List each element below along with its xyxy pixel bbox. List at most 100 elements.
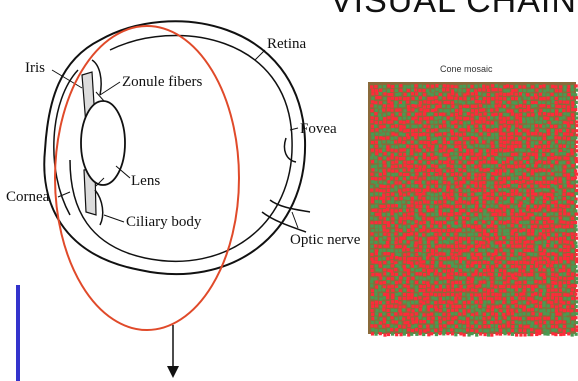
cone-cell bbox=[387, 173, 390, 176]
cone-cell bbox=[430, 273, 433, 276]
cone-cell bbox=[479, 196, 482, 199]
cone-cell bbox=[431, 301, 434, 304]
cone-cell bbox=[506, 172, 509, 175]
cone-cell bbox=[519, 109, 522, 112]
cone-cell bbox=[559, 212, 562, 215]
cone-cell bbox=[491, 189, 494, 192]
cone-cell bbox=[538, 277, 541, 280]
cone-cell bbox=[391, 197, 394, 200]
cone-cell bbox=[466, 328, 469, 331]
cone-cell bbox=[450, 85, 453, 88]
cone-cell bbox=[566, 272, 569, 275]
cone-cell bbox=[559, 308, 562, 311]
cone-cell bbox=[534, 193, 537, 196]
cone-cell bbox=[454, 100, 457, 103]
cone-cell bbox=[443, 157, 446, 160]
cone-cell bbox=[535, 177, 538, 180]
cone-cell bbox=[374, 112, 377, 115]
cone-cell bbox=[470, 213, 473, 216]
cone-cell bbox=[430, 125, 433, 128]
cone-cell bbox=[535, 329, 538, 332]
cone-cell bbox=[447, 209, 450, 212]
cone-cell bbox=[379, 136, 382, 139]
cone-cell bbox=[395, 281, 398, 284]
cone-cell bbox=[526, 177, 529, 180]
cone-cell bbox=[398, 225, 401, 228]
cone-cell bbox=[499, 144, 502, 147]
cone-cell bbox=[446, 109, 449, 112]
cone-cell bbox=[435, 285, 438, 288]
cone-cell bbox=[455, 221, 458, 224]
cone-cell bbox=[451, 228, 454, 231]
cone-cell bbox=[382, 329, 385, 332]
cone-cell bbox=[566, 217, 569, 220]
cone-cell bbox=[515, 169, 518, 172]
cone-cell bbox=[511, 285, 514, 288]
cone-cell bbox=[458, 168, 461, 171]
cone-cell bbox=[543, 193, 546, 196]
cone-cell bbox=[382, 200, 385, 203]
cone-cell bbox=[503, 136, 506, 139]
cone-cell bbox=[491, 253, 494, 256]
cone-cell bbox=[503, 89, 506, 92]
cone-cell bbox=[390, 260, 393, 263]
cone-cell bbox=[443, 145, 446, 148]
cone-cell bbox=[446, 188, 449, 191]
cone-cell bbox=[447, 285, 450, 288]
cone-cell bbox=[463, 117, 466, 120]
cone-cell bbox=[403, 148, 406, 151]
cone-cell bbox=[551, 281, 554, 284]
cone-cell bbox=[554, 85, 557, 88]
cone-cell bbox=[426, 325, 429, 328]
cone-cell bbox=[535, 276, 538, 279]
cone-cell bbox=[543, 89, 546, 92]
cone-cell bbox=[379, 293, 382, 296]
cone-cell bbox=[415, 209, 418, 212]
cone-cell bbox=[494, 221, 497, 224]
cone-cell bbox=[451, 261, 454, 264]
cone-cell bbox=[470, 117, 473, 120]
cone-cell bbox=[534, 300, 537, 303]
cone-cell bbox=[378, 221, 381, 224]
cone-cell bbox=[399, 257, 402, 260]
cone-cell bbox=[495, 297, 498, 300]
cone-cell bbox=[543, 280, 546, 283]
cone-cell bbox=[483, 209, 486, 212]
cone-cell bbox=[447, 129, 450, 132]
cone-cell bbox=[526, 129, 529, 132]
cone-cell bbox=[434, 113, 437, 116]
cone-cell bbox=[411, 137, 414, 140]
cone-cell bbox=[387, 213, 390, 216]
cone-cell bbox=[447, 105, 450, 108]
cone-cell bbox=[503, 120, 506, 123]
cone-cell bbox=[410, 169, 413, 172]
cone-cell bbox=[455, 249, 458, 252]
cone-cell bbox=[379, 125, 382, 128]
cone-cell bbox=[535, 84, 538, 87]
cone-cell bbox=[510, 109, 513, 112]
cone-cell bbox=[486, 205, 489, 208]
cone-cell bbox=[527, 101, 530, 104]
cone-cell bbox=[395, 117, 398, 120]
cone-cell bbox=[443, 324, 446, 327]
cone-cell bbox=[403, 88, 406, 91]
cone-cell bbox=[419, 133, 422, 136]
cone-cell bbox=[467, 209, 470, 212]
cone-cell bbox=[519, 277, 522, 280]
cone-cell bbox=[558, 240, 561, 243]
cone-cell bbox=[382, 149, 385, 152]
cone-cell bbox=[394, 197, 397, 200]
cone-cell bbox=[427, 169, 430, 172]
cone-cell bbox=[511, 189, 514, 192]
cone-cell bbox=[554, 264, 557, 267]
cone-cell bbox=[503, 105, 506, 108]
cone-cell bbox=[523, 281, 526, 284]
cone-cell bbox=[467, 125, 470, 128]
cone-cell bbox=[483, 149, 486, 152]
cone-cell bbox=[482, 237, 485, 240]
cone-cell bbox=[402, 200, 405, 203]
cone-cell bbox=[435, 249, 438, 252]
cone-cell bbox=[419, 229, 422, 232]
cone-cell bbox=[546, 109, 549, 112]
cone-cell bbox=[447, 288, 450, 291]
